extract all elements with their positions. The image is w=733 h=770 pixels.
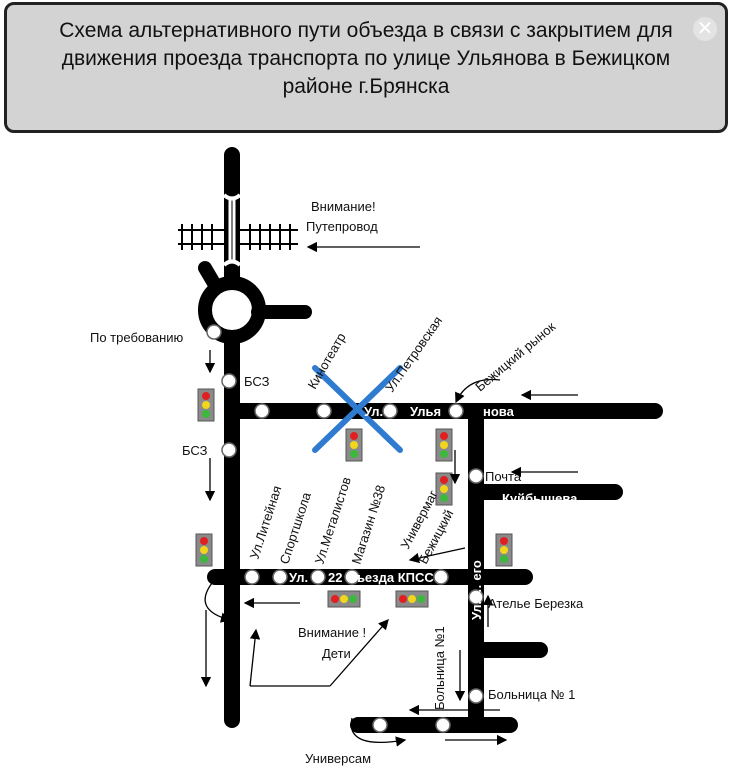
bus-stop (372, 717, 388, 733)
label-on-demand: По требованию (90, 330, 184, 345)
label-hospital1: Больница № 1 (488, 687, 575, 702)
roads (198, 147, 663, 733)
label-street-ulyanova-b: Улья (410, 404, 441, 419)
traffic-light (195, 533, 213, 567)
label-street-ulyanova-a: Ул. (364, 404, 383, 419)
map-labels: Внимание! Путепровод По требованию БСЗ Б… (90, 199, 584, 766)
traffic-light (495, 533, 513, 567)
bus-stop (468, 468, 484, 484)
bus-stop (382, 403, 398, 419)
label-sportschool: Спортшкола (277, 490, 315, 566)
bus-stop (433, 569, 449, 585)
traffic-light (435, 428, 453, 462)
label-warning-children-2: Дети (322, 646, 351, 661)
bus-stop (221, 442, 237, 458)
traffic-light (345, 428, 363, 462)
label-post: Почта (485, 469, 522, 484)
map-title: Схема альтернативного пути объезда в свя… (59, 19, 673, 98)
bus-stop (316, 403, 332, 419)
label-street-22-b: 22 Съезда КПСС (328, 570, 434, 585)
label-kuibysheva: Куйбышева (502, 491, 578, 506)
bus-stops (206, 324, 484, 733)
label-petrovskaya: Ул.Петровская (382, 313, 445, 394)
label-universam: Универсам (305, 751, 371, 766)
bus-stop (310, 569, 326, 585)
bus-stop (221, 373, 237, 389)
label-bezhitsky-market: Бежицкий рынок (472, 319, 558, 395)
bus-stop (254, 403, 270, 419)
traffic-light (395, 590, 429, 608)
traffic-light (435, 472, 453, 506)
bus-stop (468, 688, 484, 704)
label-hospital1-vertical: Больница №1 (432, 626, 447, 710)
title-banner: Схема альтернативного пути объезда в свя… (4, 2, 728, 133)
traffic-light (327, 590, 361, 608)
detour-arrows (200, 241, 578, 747)
label-liteinaya: Ул.Литейная (247, 484, 285, 561)
closure-cross (312, 365, 403, 453)
label-atelier: Ателье Березка (488, 596, 584, 611)
bus-stop (344, 569, 360, 585)
label-street-22-a: Ул. (289, 570, 308, 585)
label-vertical-street: Ул. … его (469, 560, 484, 620)
route-map: Внимание! Путепровод По требованию БСЗ Б… (90, 147, 663, 766)
label-warning-bridge-2: Путепровод (306, 219, 378, 234)
label-warning-bridge-1: Внимание! (311, 199, 376, 214)
label-bsz-top: БСЗ (244, 374, 270, 389)
bus-stop (272, 569, 288, 585)
bus-stop (206, 324, 222, 340)
bus-stop (448, 403, 464, 419)
bus-stop (435, 717, 451, 733)
label-warning-children-1: Внимание ! (298, 625, 366, 640)
label-street-ulyanova-c: нова (483, 404, 515, 419)
traffic-light (197, 388, 215, 422)
traffic-lights (195, 388, 513, 608)
bus-stop (244, 569, 260, 585)
close-icon[interactable]: ✕ (693, 17, 717, 41)
label-metallistov: Ул.Металистов (312, 475, 354, 566)
label-shop38: Магазин №38 (349, 483, 389, 566)
label-bsz-left: БСЗ (182, 443, 208, 458)
